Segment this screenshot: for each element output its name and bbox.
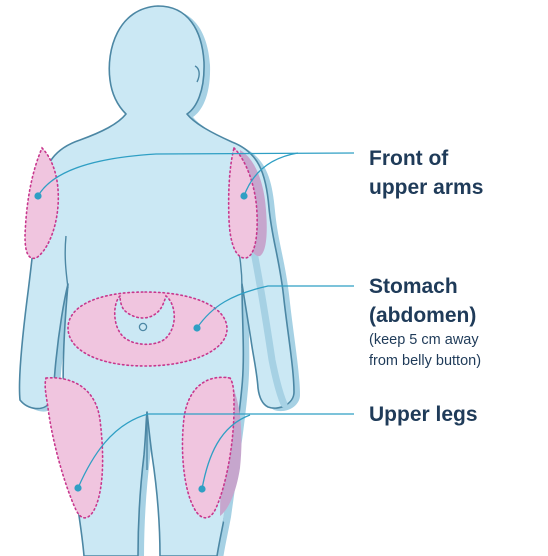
label-stomach-line2: (abdomen) xyxy=(369,301,481,330)
label-arms-line1: Front of xyxy=(369,144,483,173)
belly-button xyxy=(139,323,146,330)
dot-left-leg xyxy=(74,484,81,491)
label-upper-legs: Upper legs xyxy=(369,400,478,429)
label-stomach-note-line1: (keep 5 cm away xyxy=(369,330,481,351)
dot-right-leg xyxy=(198,485,205,492)
label-stomach-line1: Stomach xyxy=(369,272,481,301)
dot-stomach xyxy=(193,324,200,331)
dot-right-arm xyxy=(240,192,247,199)
label-arms-line2: upper arms xyxy=(369,173,483,202)
body-silhouette xyxy=(19,6,294,556)
label-legs-line1: Upper legs xyxy=(369,400,478,429)
label-front-of-upper-arms: Front of upper arms xyxy=(369,144,483,202)
dot-left-arm xyxy=(34,192,41,199)
label-stomach: Stomach (abdomen) (keep 5 cm away from b… xyxy=(369,272,481,372)
label-stomach-note-line2: from belly button) xyxy=(369,351,481,372)
